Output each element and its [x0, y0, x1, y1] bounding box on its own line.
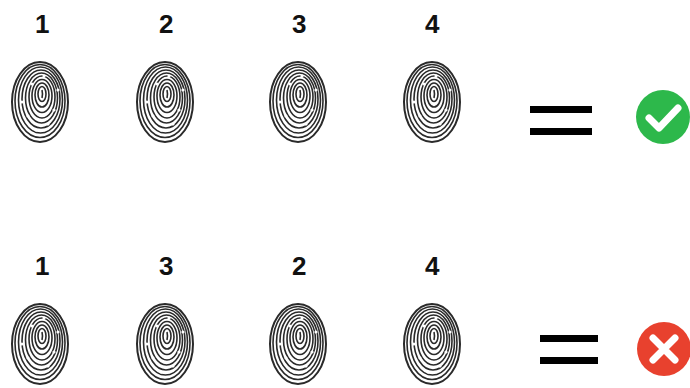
- fingerprint: [404, 62, 460, 142]
- callout-number: 1: [35, 253, 49, 279]
- equals-sign: [540, 335, 598, 364]
- equals-sign: [530, 106, 592, 135]
- check-icon: [636, 90, 690, 144]
- callout-number: 3: [159, 253, 173, 279]
- callout-number: 3: [292, 11, 306, 37]
- cross-icon: [637, 322, 690, 376]
- callout-number: 4: [425, 11, 439, 37]
- fingerprint: [12, 62, 68, 142]
- callout-number: 1: [35, 11, 49, 37]
- fingerprint: [137, 304, 193, 384]
- fingerprint: [137, 62, 193, 142]
- callout-number: 2: [159, 11, 173, 37]
- fingerprint: [12, 304, 68, 384]
- fingerprint: [404, 304, 460, 384]
- fingerprint: [270, 304, 326, 384]
- callout-number: 4: [425, 253, 439, 279]
- fingerprint: [270, 62, 326, 142]
- callout-number: 2: [292, 253, 306, 279]
